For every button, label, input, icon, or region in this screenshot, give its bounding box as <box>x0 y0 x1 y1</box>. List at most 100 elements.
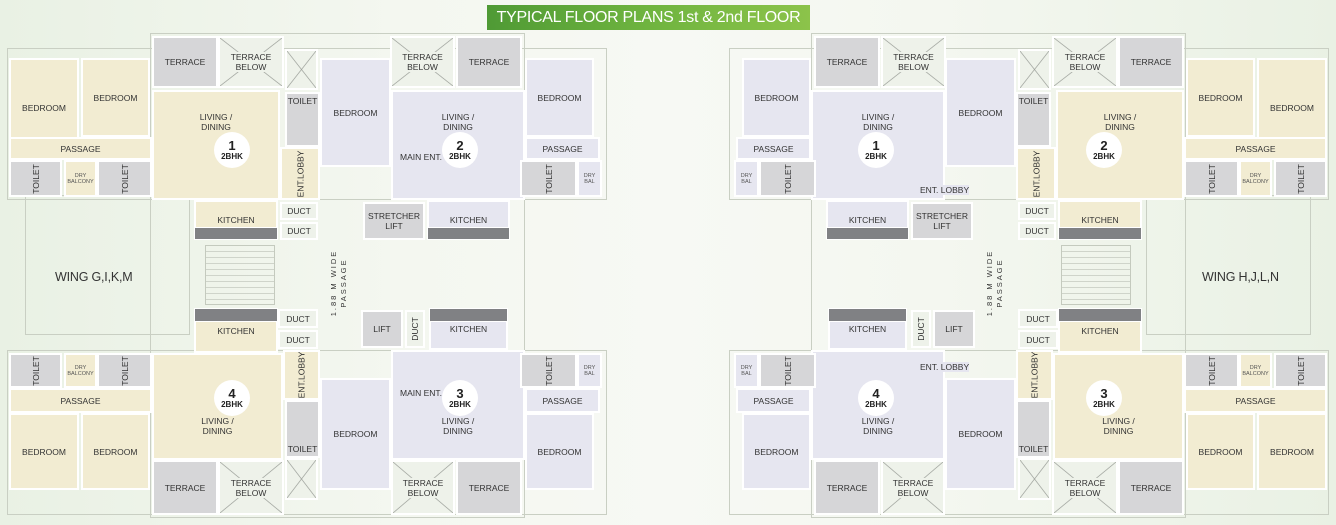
room-label: KITCHEN <box>1081 325 1119 336</box>
kitchen-counter <box>194 227 278 240</box>
passage-width: 1.88 M WIDE <box>329 249 338 317</box>
room-label: PASSAGE <box>542 395 583 406</box>
unit-number: 3 <box>1100 386 1108 401</box>
right_half-staircase <box>1061 245 1131 305</box>
room-label: DRY BALCONY <box>67 364 94 377</box>
room-toilet: TOILET <box>97 160 152 197</box>
room-label: STRETCHER LIFT <box>368 211 420 231</box>
room-toilet: TOILET <box>1274 160 1327 197</box>
room-label: TERRACE BELOW <box>883 52 944 72</box>
room-label: DRY BAL <box>740 364 753 377</box>
room-label: DUCT <box>1025 226 1049 236</box>
room-label: KITCHEN <box>848 324 887 334</box>
unit-number: 1 <box>228 138 236 153</box>
unit-number: 1 <box>872 138 880 153</box>
room-label: DRY BALCONY <box>1242 364 1269 377</box>
room-label: BEDROOM <box>1198 446 1243 457</box>
room-label: TERRACE BELOW <box>1054 477 1116 498</box>
room-terrace: TERRACE <box>1118 36 1184 88</box>
room-passage: PASSAGE <box>1184 388 1327 413</box>
ent-lobby-label: ENT. LOBBY <box>920 185 970 195</box>
room-passage: PASSAGE <box>9 388 152 413</box>
room-label: LIVING / DINING <box>201 416 234 436</box>
room-ent-lobby: ENT.LOBBY <box>283 350 320 400</box>
room-label: ENT.LOBBY <box>296 351 307 399</box>
room-passage: PASSAGE <box>525 137 600 160</box>
room-label: DUCT <box>286 313 310 324</box>
room-duct: DUCT <box>278 330 318 349</box>
room-dry-bal: DRY BAL <box>734 353 759 388</box>
room-terrace-below: TERRACE BELOW <box>881 460 945 515</box>
room-label: TOILET <box>119 163 130 194</box>
room-label: KITCHEN <box>217 215 255 225</box>
room-bedroom: BEDROOM <box>1186 413 1255 490</box>
room-passage: PASSAGE <box>1184 137 1327 160</box>
room-label: DUCT <box>1026 334 1050 345</box>
room-label: BEDROOM <box>1270 446 1314 457</box>
room-toilet: TOILET <box>759 160 816 197</box>
unit-type: 2BHK <box>221 400 243 409</box>
room-bedroom: BEDROOM <box>525 413 594 490</box>
room-passage: PASSAGE <box>736 137 811 160</box>
room-duct: DUCT <box>1018 309 1058 328</box>
unit-type: 2BHK <box>1093 400 1115 409</box>
passage-text: PASSAGE <box>339 258 348 308</box>
room-label: LIVING / DINING <box>199 112 233 132</box>
kitchen-counter <box>828 308 907 322</box>
room-label: DRY BAL <box>583 364 596 377</box>
room-label: DUCT <box>410 317 421 341</box>
room-label: TOILET <box>1295 163 1306 194</box>
left_half-wall-outline <box>150 33 525 518</box>
room-duct: DUCT <box>405 310 425 348</box>
room-terrace: TERRACE <box>152 460 218 515</box>
main-entrance-label: MAIN ENT. <box>400 388 443 398</box>
room-label: BEDROOM <box>958 107 1003 118</box>
unit-number: 3 <box>456 386 464 401</box>
room-label: TOILET <box>30 163 41 194</box>
shaft <box>1018 49 1051 90</box>
room-terrace: TERRACE <box>814 460 880 515</box>
room-label: DRY BALCONY <box>1242 172 1269 185</box>
room-terrace-below: TERRACE BELOW <box>391 460 455 515</box>
room-toilet: TOILET <box>1184 160 1239 197</box>
passage-text: PASSAGE <box>995 258 1004 308</box>
room-terrace-below: TERRACE BELOW <box>1052 36 1118 88</box>
room-bedroom: BEDROOM <box>81 58 150 137</box>
room-label: LIVING / DINING <box>1102 416 1135 436</box>
kitchen-counter <box>429 308 508 322</box>
room-terrace-below: TERRACE BELOW <box>218 36 284 88</box>
room-label: BEDROOM <box>537 92 582 103</box>
room-bedroom: BEDROOM <box>945 378 1016 490</box>
room-label: KITCHEN <box>1081 215 1119 225</box>
room-lift: LIFT <box>361 310 403 348</box>
room-label: TERRACE <box>468 57 510 67</box>
shaft <box>1018 458 1051 500</box>
room-dry-bal: DRY BAL <box>577 160 602 197</box>
room-bedroom: BEDROOM <box>9 413 79 490</box>
room-bedroom: BEDROOM <box>320 378 391 490</box>
left_half-staircase <box>205 245 275 305</box>
room-label: BEDROOM <box>1198 92 1243 103</box>
room-label: BEDROOM <box>958 429 1003 439</box>
room-label: TOILET <box>782 163 793 194</box>
main-entrance-label: MAIN ENT. <box>400 152 443 162</box>
unit-number: 4 <box>228 386 236 401</box>
unit-type: 2BHK <box>221 152 243 161</box>
room-label: LIVING / DINING <box>441 416 475 436</box>
room-label: PASSAGE <box>1235 395 1276 406</box>
room-label: TERRACE BELOW <box>220 52 282 72</box>
room-bedroom: BEDROOM <box>945 58 1016 167</box>
room-terrace: TERRACE <box>152 36 218 88</box>
wing-label: WING G,I,K,M <box>55 270 133 284</box>
kitchen-counter <box>427 227 510 240</box>
unit-type: 2BHK <box>449 400 471 409</box>
room-toilet: TOILET <box>285 92 320 147</box>
room-bedroom: BEDROOM <box>81 413 150 490</box>
